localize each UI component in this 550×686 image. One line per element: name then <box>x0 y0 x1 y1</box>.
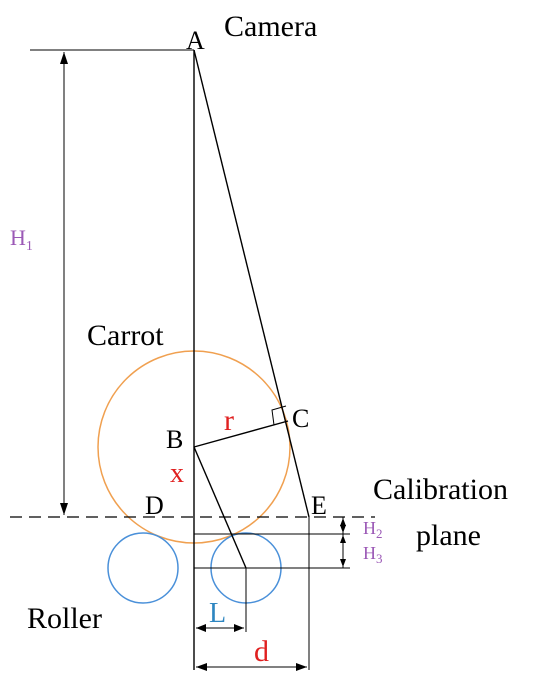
d-label: d <box>254 635 269 668</box>
point-b-label: B <box>166 425 183 454</box>
h3-arrow-top <box>340 535 346 543</box>
h3-label: H3 <box>363 543 383 566</box>
point-a-label: A <box>186 26 205 55</box>
d-arrow-right <box>296 663 307 671</box>
h1-sub: 1 <box>26 239 33 254</box>
x-label: x <box>170 458 184 489</box>
h3-main: H <box>363 543 376 563</box>
h1-arrow-top <box>60 52 68 64</box>
point-d-label: D <box>145 491 164 520</box>
point-e-label: E <box>311 491 327 520</box>
l-arrow-right <box>234 624 244 632</box>
h2-main: H <box>363 518 376 538</box>
h2-label: H2 <box>363 518 383 541</box>
h3-arrow-bottom <box>340 559 346 567</box>
h1-label: H1 <box>10 225 33 254</box>
point-c-label: C <box>292 404 309 433</box>
h2-sub: 2 <box>376 526 383 541</box>
h1-main: H <box>10 225 26 250</box>
roller-label: Roller <box>27 602 102 635</box>
radius-b-c <box>193 420 289 448</box>
l-label: L <box>209 598 226 629</box>
calibration-label-line1: Calibration <box>373 473 508 506</box>
h2-arrow-bottom <box>340 525 346 533</box>
camera-label: Camera <box>224 10 317 43</box>
h3-sub: 3 <box>376 551 383 566</box>
carrot-label: Carrot <box>87 319 164 352</box>
roller-left-circle <box>107 532 179 604</box>
calibration-label-line2: plane <box>416 519 481 552</box>
h2-arrow-top <box>340 518 346 526</box>
line-a-e <box>193 49 310 518</box>
radius-label: r <box>224 404 234 437</box>
right-angle-marker <box>271 405 287 426</box>
d-arrow-left <box>196 663 207 671</box>
h1-arrow-bottom <box>60 503 68 515</box>
line-b-roller <box>193 446 247 569</box>
l-arrow-left <box>196 624 206 632</box>
